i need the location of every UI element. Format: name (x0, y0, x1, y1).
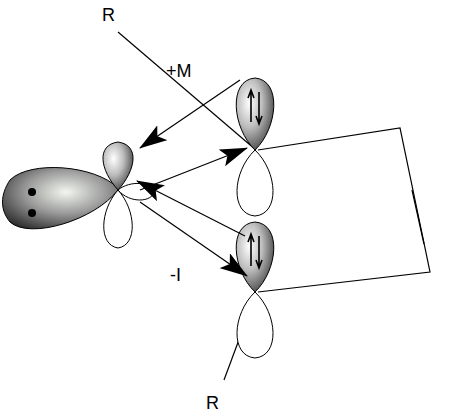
substituent-label: R (102, 6, 115, 24)
p-orbital-top (103, 142, 133, 190)
nitrogen-p-orbital (236, 222, 274, 358)
interaction-arrow (137, 181, 245, 236)
effect-label: -I (170, 266, 181, 284)
bond-line (118, 32, 256, 150)
lone-pair-lobe (3, 168, 119, 229)
ring (258, 128, 430, 292)
mesomeric-arrow (140, 80, 240, 148)
interaction-arrow (140, 148, 247, 190)
inductive-arrow (140, 202, 247, 276)
effect-label: +M (166, 62, 192, 80)
p-orbital-bottom (104, 190, 133, 248)
nitrogen-p-orbital (236, 78, 274, 216)
small-lobe (118, 183, 154, 200)
substituent-label: R (206, 394, 219, 412)
